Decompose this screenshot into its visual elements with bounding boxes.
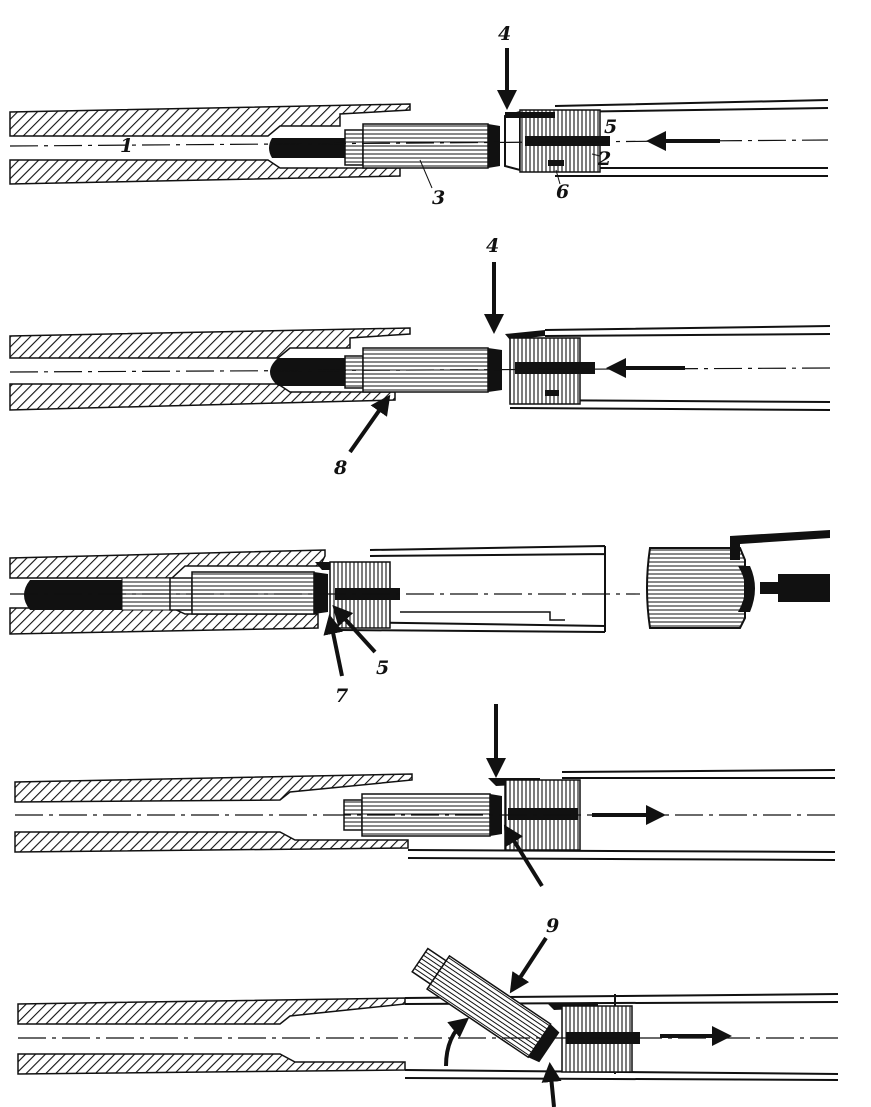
chamber-arrow-8 (348, 394, 391, 454)
stage-1: 4 1 5 2 3 6 (9, 23, 829, 209)
cartridge-3 (24, 571, 328, 615)
barrel-1 (9, 103, 411, 185)
label-3: 3 (432, 187, 445, 209)
ejection-rotation-arrow (444, 1017, 470, 1067)
barrel-2 (9, 327, 411, 411)
barrel-4 (14, 773, 413, 853)
bolt-carrier-1 (554, 99, 829, 177)
barrel-5 (17, 997, 406, 1075)
label-4-stage-1: 4 (498, 23, 511, 45)
stage-5: 9 (17, 915, 839, 1107)
bolt-head-5 (548, 1002, 640, 1073)
case-arrow-9 (509, 936, 548, 994)
label-5-stage-3: 5 (376, 657, 389, 679)
detail-inset-3 (646, 530, 830, 629)
label-1: 1 (120, 135, 133, 157)
bolt-head-1 (504, 109, 610, 173)
ejector-arrow-5 (332, 605, 377, 654)
bolt-carrier-4 (407, 769, 836, 861)
label-2: 2 (597, 148, 611, 170)
label-7: 7 (335, 685, 348, 707)
stage-3: 7 5 (9, 530, 830, 707)
ejector-arrow-5b (541, 1062, 562, 1107)
label-6: 6 (556, 181, 569, 203)
label-9: 9 (546, 915, 559, 937)
label-8: 8 (333, 457, 347, 479)
stage-2: 4 8 (9, 235, 831, 479)
bolt-head-3 (315, 561, 400, 629)
bore-axis-2 (9, 367, 831, 373)
cartridge-1 (269, 123, 500, 169)
bolt-head-2 (505, 330, 595, 405)
label-4-stage-2: 4 (486, 235, 499, 257)
extractor-arrow-7 (323, 614, 344, 677)
bolt-carrier-3 (339, 545, 606, 633)
label-5-stage-1: 5 (604, 116, 617, 138)
ejector-arrow-4 (503, 824, 544, 888)
stage-4 (14, 704, 836, 888)
ejected-case-9 (411, 947, 560, 1063)
bolt-carrier-2 (509, 325, 831, 411)
